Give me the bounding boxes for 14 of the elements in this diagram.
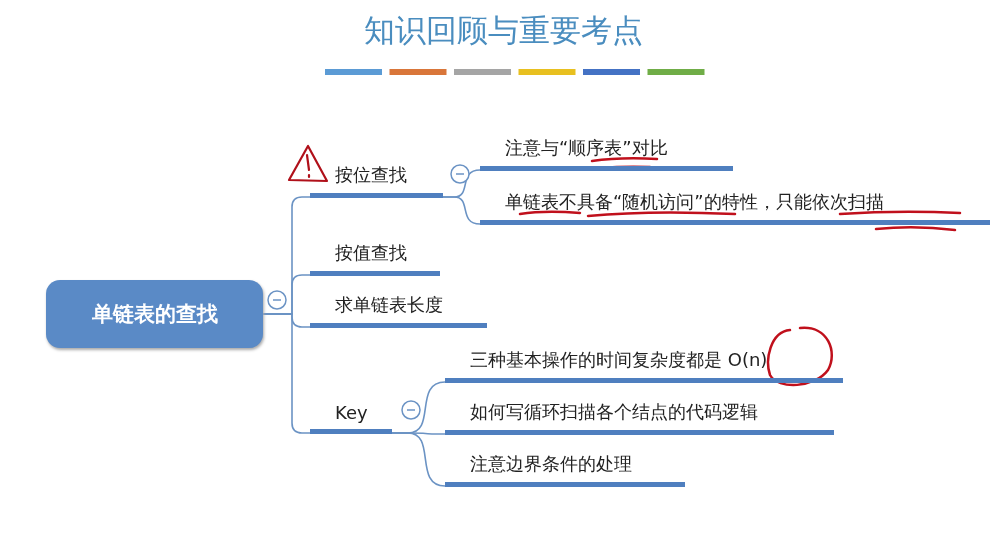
- topic-line: 注意边界条件的处理: [445, 450, 685, 487]
- connector: [262, 313, 311, 434]
- topic-line: 按位查找: [310, 161, 443, 198]
- connector: [391, 432, 446, 487]
- topic-line: 按值查找: [310, 239, 440, 276]
- topic-line: 单链表不具备“随机访问”的特性，只能依次扫描: [480, 188, 990, 225]
- topic-box: 单链表的查找: [46, 280, 263, 348]
- connector: [442, 196, 481, 225]
- topic-line: 注意与“顺序表”对比: [480, 134, 733, 171]
- title: 知识回顾与重要考点: [363, 11, 644, 50]
- topic-line: 三种基本操作的时间复杂度都是 O(n): [445, 346, 843, 383]
- topic-line: 如何写循环扫描各个结点的代码逻辑: [445, 398, 834, 435]
- topic-line: Key: [310, 397, 392, 434]
- topic-line: 求单链表长度: [310, 291, 487, 328]
